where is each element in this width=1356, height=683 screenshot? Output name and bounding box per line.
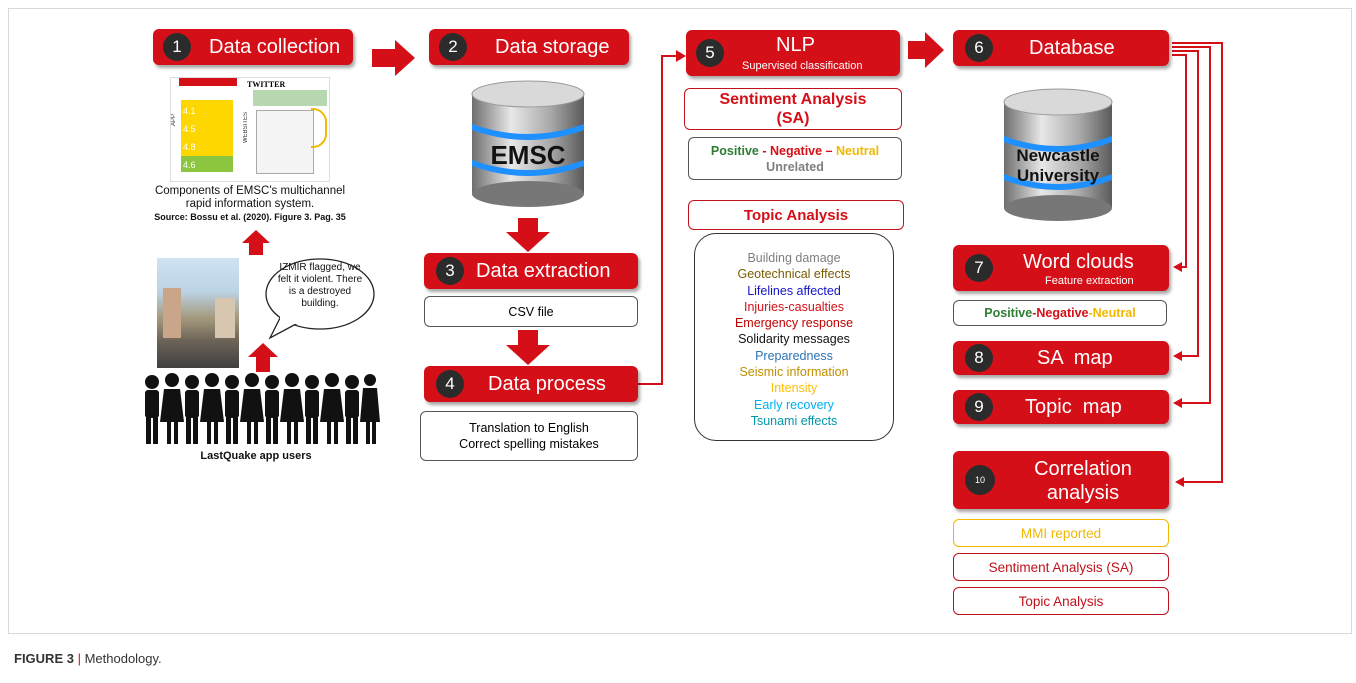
step-9-number: 9 xyxy=(965,393,993,421)
topic-item: Building damage xyxy=(747,251,841,265)
user-figure xyxy=(145,375,159,444)
topic-item: Lifelines affected xyxy=(747,283,841,298)
components-image: 4.1 4.5 4.8 4.6 APP TWITTER WEBSITES xyxy=(170,77,330,182)
step-1-data-collection: 1 Data collection xyxy=(153,29,353,65)
step-6-database: 6 Database xyxy=(953,30,1169,66)
emsc-label: EMSC xyxy=(490,140,566,170)
topic-item: Injuries-casualties xyxy=(743,299,845,314)
csv-file-box: CSV file xyxy=(424,296,638,327)
database-icon-newcastle xyxy=(1003,88,1113,221)
components-caption: Components of EMSC's multichannel rapid … xyxy=(154,185,346,222)
topic-item: Emergency response xyxy=(734,316,854,331)
step-4-number: 4 xyxy=(436,370,464,398)
sentiment-analysis-box: Sentiment Analysis (SA) xyxy=(684,88,902,130)
topic-item: Tsunami effects xyxy=(750,413,838,428)
step-9-title: Topic map xyxy=(1025,396,1122,418)
database-icon-emsc xyxy=(471,80,585,207)
topic-item: Seismic information xyxy=(739,365,849,380)
arrow-5-to-6 xyxy=(908,32,944,68)
step-2-data-storage: 2 Data storage xyxy=(429,29,629,65)
step-6-title: Database xyxy=(1029,37,1115,59)
step-4-data-process: 4 Data process xyxy=(424,366,638,402)
step-8-title: SA map xyxy=(1037,347,1113,369)
step-5-nlp: 5 NLP Supervised classification xyxy=(686,30,900,76)
arrow-photo-to-components xyxy=(242,230,270,255)
step-4-title: Data process xyxy=(488,373,606,395)
topic-item: Preparedness xyxy=(755,348,833,363)
arrow-users-to-speech xyxy=(248,343,278,372)
street-photo xyxy=(157,258,239,368)
speech-bubble xyxy=(265,258,375,340)
step-9-topic-map: 9 Topic map xyxy=(953,390,1169,424)
step-7-number: 7 xyxy=(965,254,993,282)
step-8-sa-map: 8 SA map xyxy=(953,341,1169,375)
unrelated-label: Unrelated xyxy=(766,159,824,174)
step-10-number: 10 xyxy=(965,465,995,495)
step-3-data-extraction: 3 Data extraction xyxy=(424,253,638,289)
topic-item: Geotechnical effects xyxy=(737,267,851,282)
step-3-number: 3 xyxy=(436,257,464,285)
mmi-reported-box: MMI reported xyxy=(953,519,1169,547)
topics-list: Building damage Geotechnical effects Lif… xyxy=(694,233,894,441)
speech-text: IZMIR flagged, we felt it violent. There… xyxy=(277,262,363,309)
correlation-sa-box: Sentiment Analysis (SA) xyxy=(953,553,1169,581)
topic-analysis-box: Topic Analysis xyxy=(688,200,904,230)
neutral-label: Neutral xyxy=(835,143,880,158)
step-2-title: Data storage xyxy=(495,36,610,58)
step-6-number: 6 xyxy=(965,34,993,62)
step-10-title: Correlation analysis xyxy=(1034,458,1132,504)
users-silhouettes xyxy=(145,373,380,444)
positive-label: Positive xyxy=(710,143,759,158)
figure-caption: FIGURE 3 | Methodology. xyxy=(14,651,162,666)
step-8-number: 8 xyxy=(965,344,993,372)
wordcloud-classes-box: Positive - Negative - Neutral xyxy=(953,300,1167,326)
users-label: LastQuake app users xyxy=(200,450,312,462)
arrow-1-to-2 xyxy=(372,40,415,76)
step-5-number: 5 xyxy=(696,39,724,67)
lines-6-to-outputs xyxy=(1172,42,1223,483)
step-7-title: Word clouds xyxy=(1023,251,1134,273)
step-7-subtitle: Feature extraction xyxy=(1045,275,1134,287)
step-1-number: 1 xyxy=(163,33,191,61)
step-3-title: Data extraction xyxy=(476,260,611,282)
negative-label: Negative xyxy=(769,143,823,158)
step-1-title: Data collection xyxy=(209,36,341,58)
topic-item: Intensity xyxy=(770,381,818,396)
sentiment-classes-box: Positive - Negative – Neutral Unrelated xyxy=(688,137,902,180)
step-5-subtitle: Supervised classification xyxy=(742,60,863,72)
newcastle-label: Newcastle University xyxy=(1016,146,1100,185)
arrow-3-to-4 xyxy=(506,330,550,365)
figure-frame xyxy=(8,8,1352,634)
step-10-correlation-analysis: 10 Correlation analysis xyxy=(953,451,1169,509)
topic-item: Early recovery xyxy=(754,397,834,412)
step-5-title: NLP xyxy=(776,34,815,56)
step-7-word-clouds: 7 Word clouds Feature extraction xyxy=(953,245,1169,291)
arrow-2-to-3 xyxy=(506,218,550,252)
process-box: Translation to English Correct spelling … xyxy=(420,411,638,461)
topic-item: Solidarity messages xyxy=(738,332,850,347)
step-2-number: 2 xyxy=(439,33,467,61)
line-4-to-5 xyxy=(638,55,680,385)
correlation-topic-box: Topic Analysis xyxy=(953,587,1169,615)
